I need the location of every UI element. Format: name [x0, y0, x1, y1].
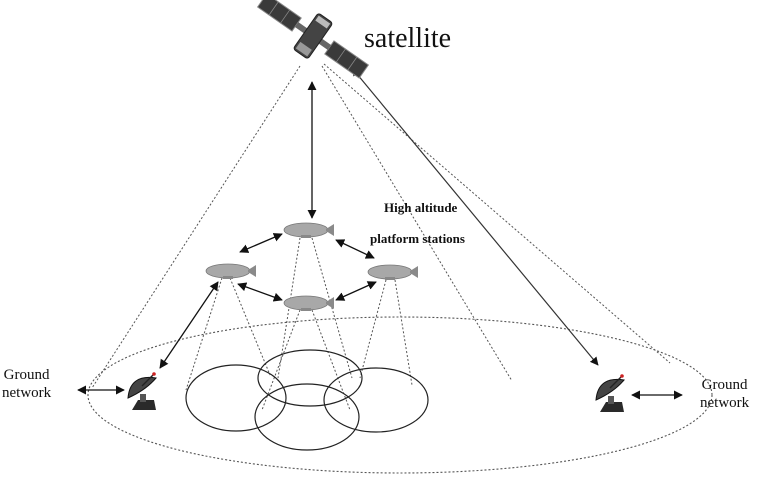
- airship-icon: [205, 263, 256, 279]
- inter-hap-links: [237, 233, 377, 302]
- ground-network-label-left: Ground network: [2, 366, 51, 402]
- ground-network-right-line2: network: [700, 395, 750, 411]
- satellite-label: satellite: [364, 23, 452, 54]
- airship-icon: [367, 264, 418, 280]
- airship-icon: [283, 222, 334, 238]
- ground-network-left-line1: Ground: [3, 367, 50, 383]
- ground-network-label-right: Ground network: [700, 376, 749, 412]
- coverage-area: [87, 316, 713, 474]
- sat-ground-link: [351, 67, 599, 366]
- satellite-dish-icon: [595, 374, 625, 412]
- airship-icon: [283, 295, 334, 311]
- ground-network-right-line1: Ground: [701, 377, 748, 393]
- hap-label-line1: High altitude: [384, 200, 458, 215]
- hap-label-line2: platform stations: [370, 231, 465, 246]
- hap-ground-link: [159, 281, 219, 369]
- satellite-icon: [256, 0, 370, 79]
- satellite-dish-icon: [127, 372, 157, 410]
- ground-network-left-line2: network: [2, 385, 52, 401]
- ground-cells: [185, 349, 429, 451]
